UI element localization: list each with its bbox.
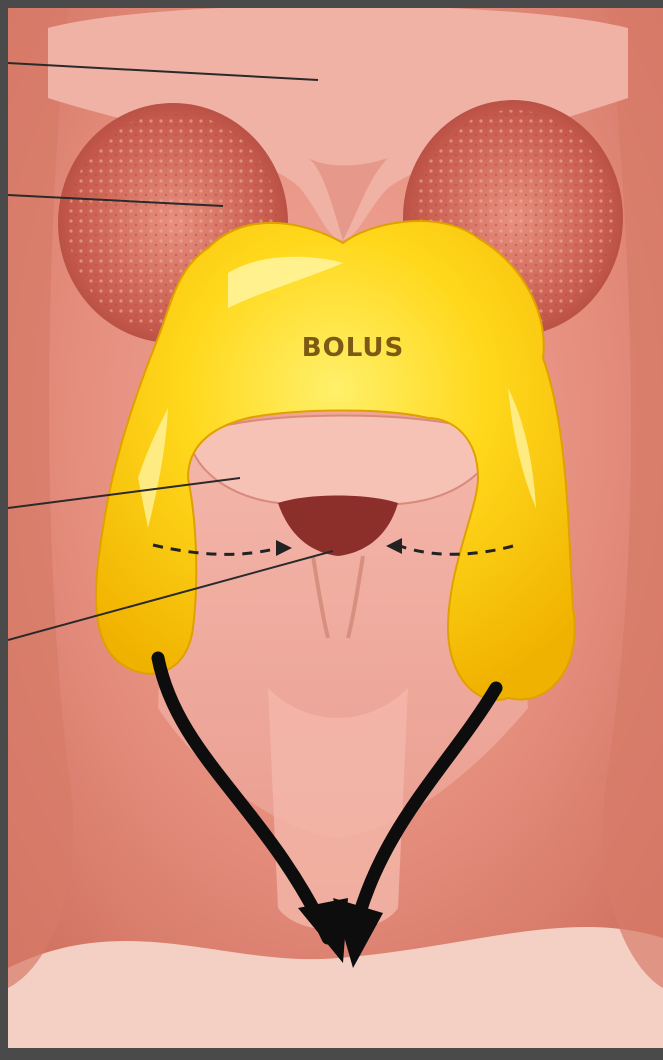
esophagus-ridge [268, 688, 408, 931]
anatomy-drawing: BOLUS [8, 8, 663, 1048]
bolus-label: BOLUS [302, 333, 404, 363]
swallowing-illustration: BOLUS [8, 8, 663, 1048]
